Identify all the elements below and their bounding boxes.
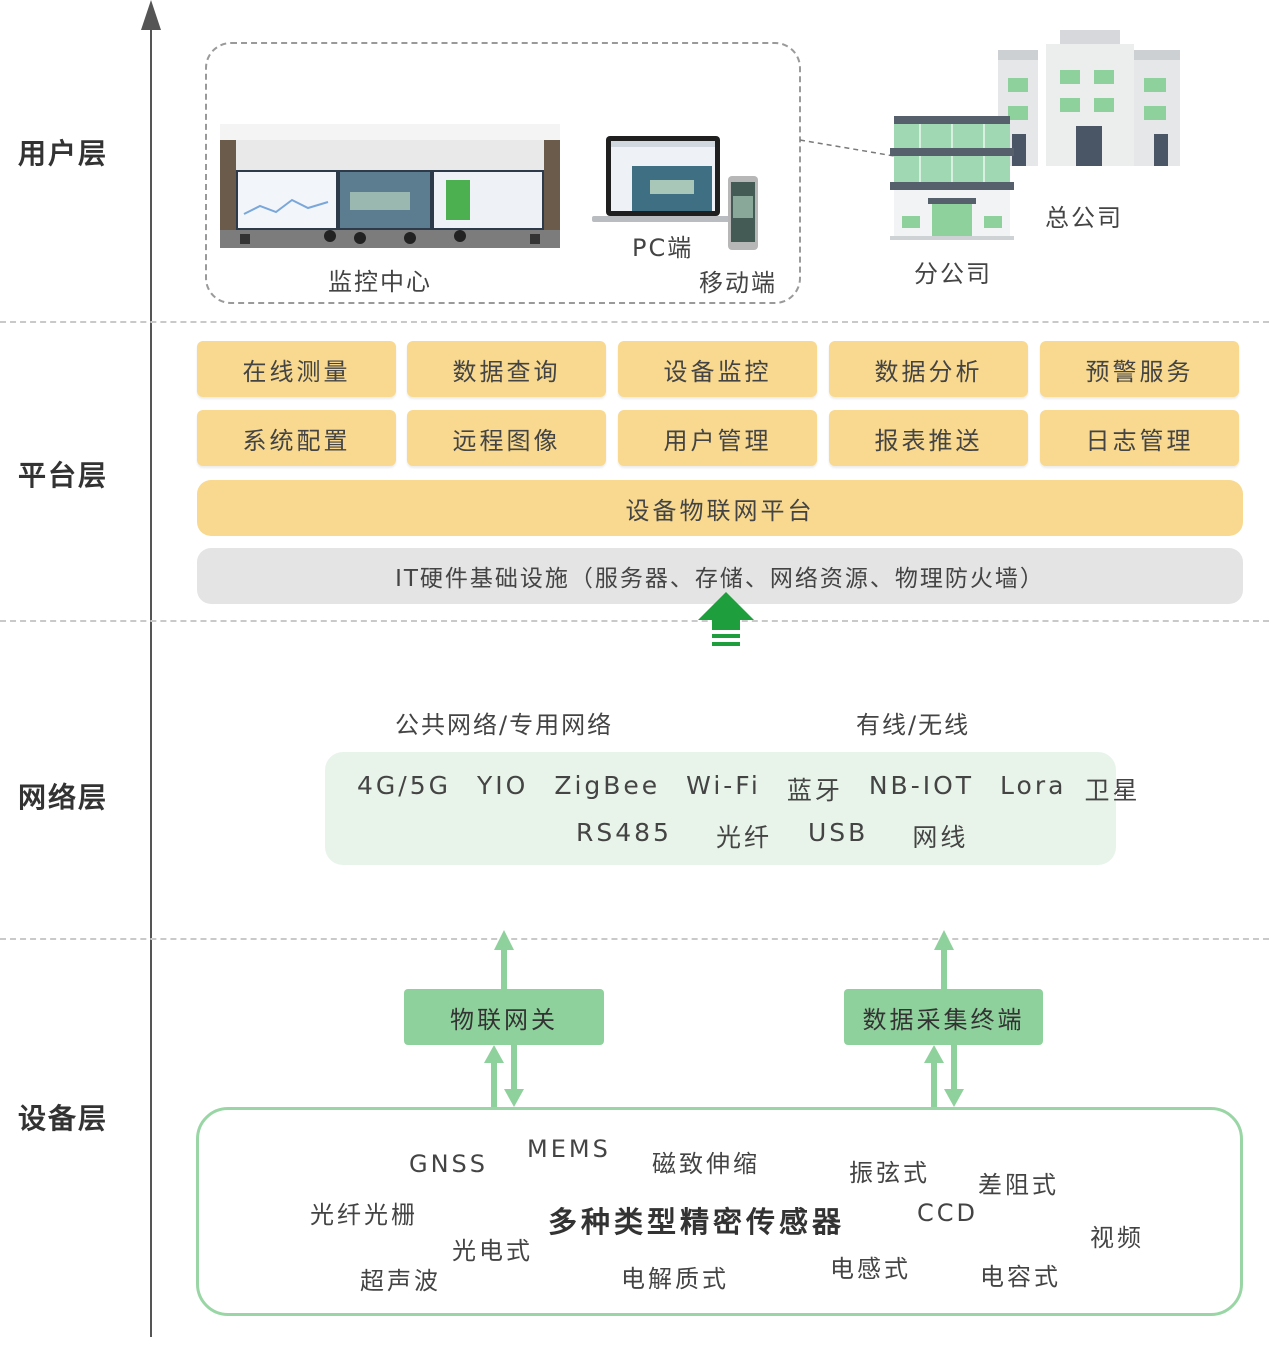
service-user-management: 用户管理	[618, 410, 817, 466]
sensor-photoelectric: 光电式	[452, 1237, 533, 1265]
protocol-item: YIO	[476, 771, 529, 800]
iot-gateway-box: 物联网关	[404, 989, 604, 1045]
separator-platform-network	[0, 620, 1269, 622]
headquarters-building-icon	[998, 30, 1180, 166]
protocol-item: 蓝牙	[786, 776, 843, 805]
layer-label-platform: 平台层	[18, 459, 109, 492]
sensor-mems: MEMS	[527, 1135, 611, 1163]
sensor-gnss: GNSS	[409, 1150, 489, 1178]
service-log-management: 日志管理	[1040, 410, 1239, 466]
protocol-item: 光纤	[715, 823, 772, 852]
separator-user-platform	[0, 321, 1269, 323]
sensor-ultrasonic: 超声波	[360, 1267, 441, 1295]
sensors-title: 多种类型精密传感器	[548, 1205, 846, 1239]
branch-office-building-icon	[890, 116, 1014, 240]
sensor-video: 视频	[1090, 1224, 1144, 1252]
dashed-connector	[800, 139, 895, 157]
monitor-center-illustration	[220, 124, 560, 248]
collector-uplink-arrow	[934, 930, 954, 992]
protocol-item: Wi-Fi	[686, 771, 761, 800]
protocol-item: 网线	[912, 823, 969, 852]
separator-network-device	[0, 938, 1269, 940]
data-collector-box: 数据采集终端	[844, 989, 1043, 1045]
layer-label-user: 用户层	[18, 137, 109, 170]
sensors-box	[196, 1107, 1243, 1316]
mobile-label: 移动端	[699, 269, 777, 297]
sensor-ccd: CCD	[917, 1199, 978, 1227]
service-data-analysis: 数据分析	[829, 341, 1028, 397]
service-data-query: 数据查询	[407, 341, 606, 397]
protocol-item: NB-IOT	[868, 771, 975, 800]
service-remote-image: 远程图像	[407, 410, 606, 466]
sensor-electrolytic: 电解质式	[621, 1265, 729, 1293]
pc-label: PC端	[632, 234, 694, 262]
iot-platform-bar: 设备物联网平台	[197, 480, 1243, 536]
collector-bidirectional-arrows	[924, 1045, 964, 1107]
gateway-bidirectional-arrows	[484, 1045, 524, 1107]
sensor-fiber-grating: 光纤光栅	[310, 1201, 418, 1229]
headquarters-label: 总公司	[1045, 204, 1123, 232]
service-online-measurement: 在线测量	[197, 341, 396, 397]
layer-label-device: 设备层	[18, 1102, 109, 1135]
it-infrastructure-bar: IT硬件基础设施（服务器、存储、网络资源、物理防火墙）	[197, 548, 1243, 604]
protocol-item: 卫星	[1084, 776, 1141, 805]
network-protocols-row1: 4G/5G YIO ZigBee Wi-Fi 蓝牙 NB-IOT Lora 卫星	[357, 771, 1140, 807]
service-device-monitoring: 设备监控	[618, 341, 817, 397]
axis-arrowhead	[141, 0, 161, 30]
monitor-center-label: 监控中心	[328, 268, 432, 296]
protocol-item: ZigBee	[554, 771, 661, 800]
branch-office-label: 分公司	[914, 260, 992, 288]
protocol-item: RS485	[576, 818, 672, 847]
mobile-phone-icon	[728, 176, 758, 250]
service-early-warning: 预警服务	[1040, 341, 1239, 397]
sensor-capacitive: 电容式	[980, 1263, 1061, 1291]
protocol-item: Lora	[1000, 771, 1067, 800]
network-protocols-box	[325, 752, 1116, 865]
sensor-vibrating-wire: 振弦式	[849, 1159, 930, 1187]
sensor-differential-resistance: 差阻式	[978, 1171, 1059, 1199]
layer-label-network: 网络层	[18, 781, 109, 814]
gateway-uplink-arrow	[494, 930, 514, 992]
laptop-icon	[592, 136, 734, 222]
service-system-config: 系统配置	[197, 410, 396, 466]
service-report-push: 报表推送	[829, 410, 1028, 466]
layer-axis	[150, 12, 152, 1337]
upload-arrow-icon	[698, 592, 754, 646]
sensor-inductive: 电感式	[830, 1255, 911, 1283]
client-terminals-group	[205, 42, 801, 304]
protocol-item: USB	[807, 818, 869, 847]
sensor-magnetostrictive: 磁致伸缩	[652, 1150, 760, 1178]
network-protocols-row2: RS485 光纤 USB 网线	[576, 818, 968, 854]
public-private-network-label: 公共网络/专用网络	[395, 711, 614, 739]
protocol-item: 4G/5G	[357, 771, 451, 800]
wired-wireless-label: 有线/无线	[856, 711, 971, 739]
